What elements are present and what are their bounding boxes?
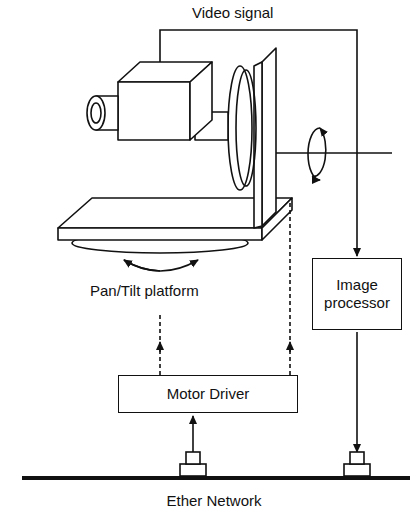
signal-label: Video signal [190, 4, 275, 21]
processor-box: Image processor [312, 258, 402, 330]
network-label: Ether Network [164, 492, 263, 509]
platform-label: Pan/Tilt platform [88, 282, 201, 299]
driver-box: Motor Driver [118, 375, 298, 413]
box-text: Image processor [313, 276, 401, 312]
box-text: Motor Driver [167, 385, 250, 403]
